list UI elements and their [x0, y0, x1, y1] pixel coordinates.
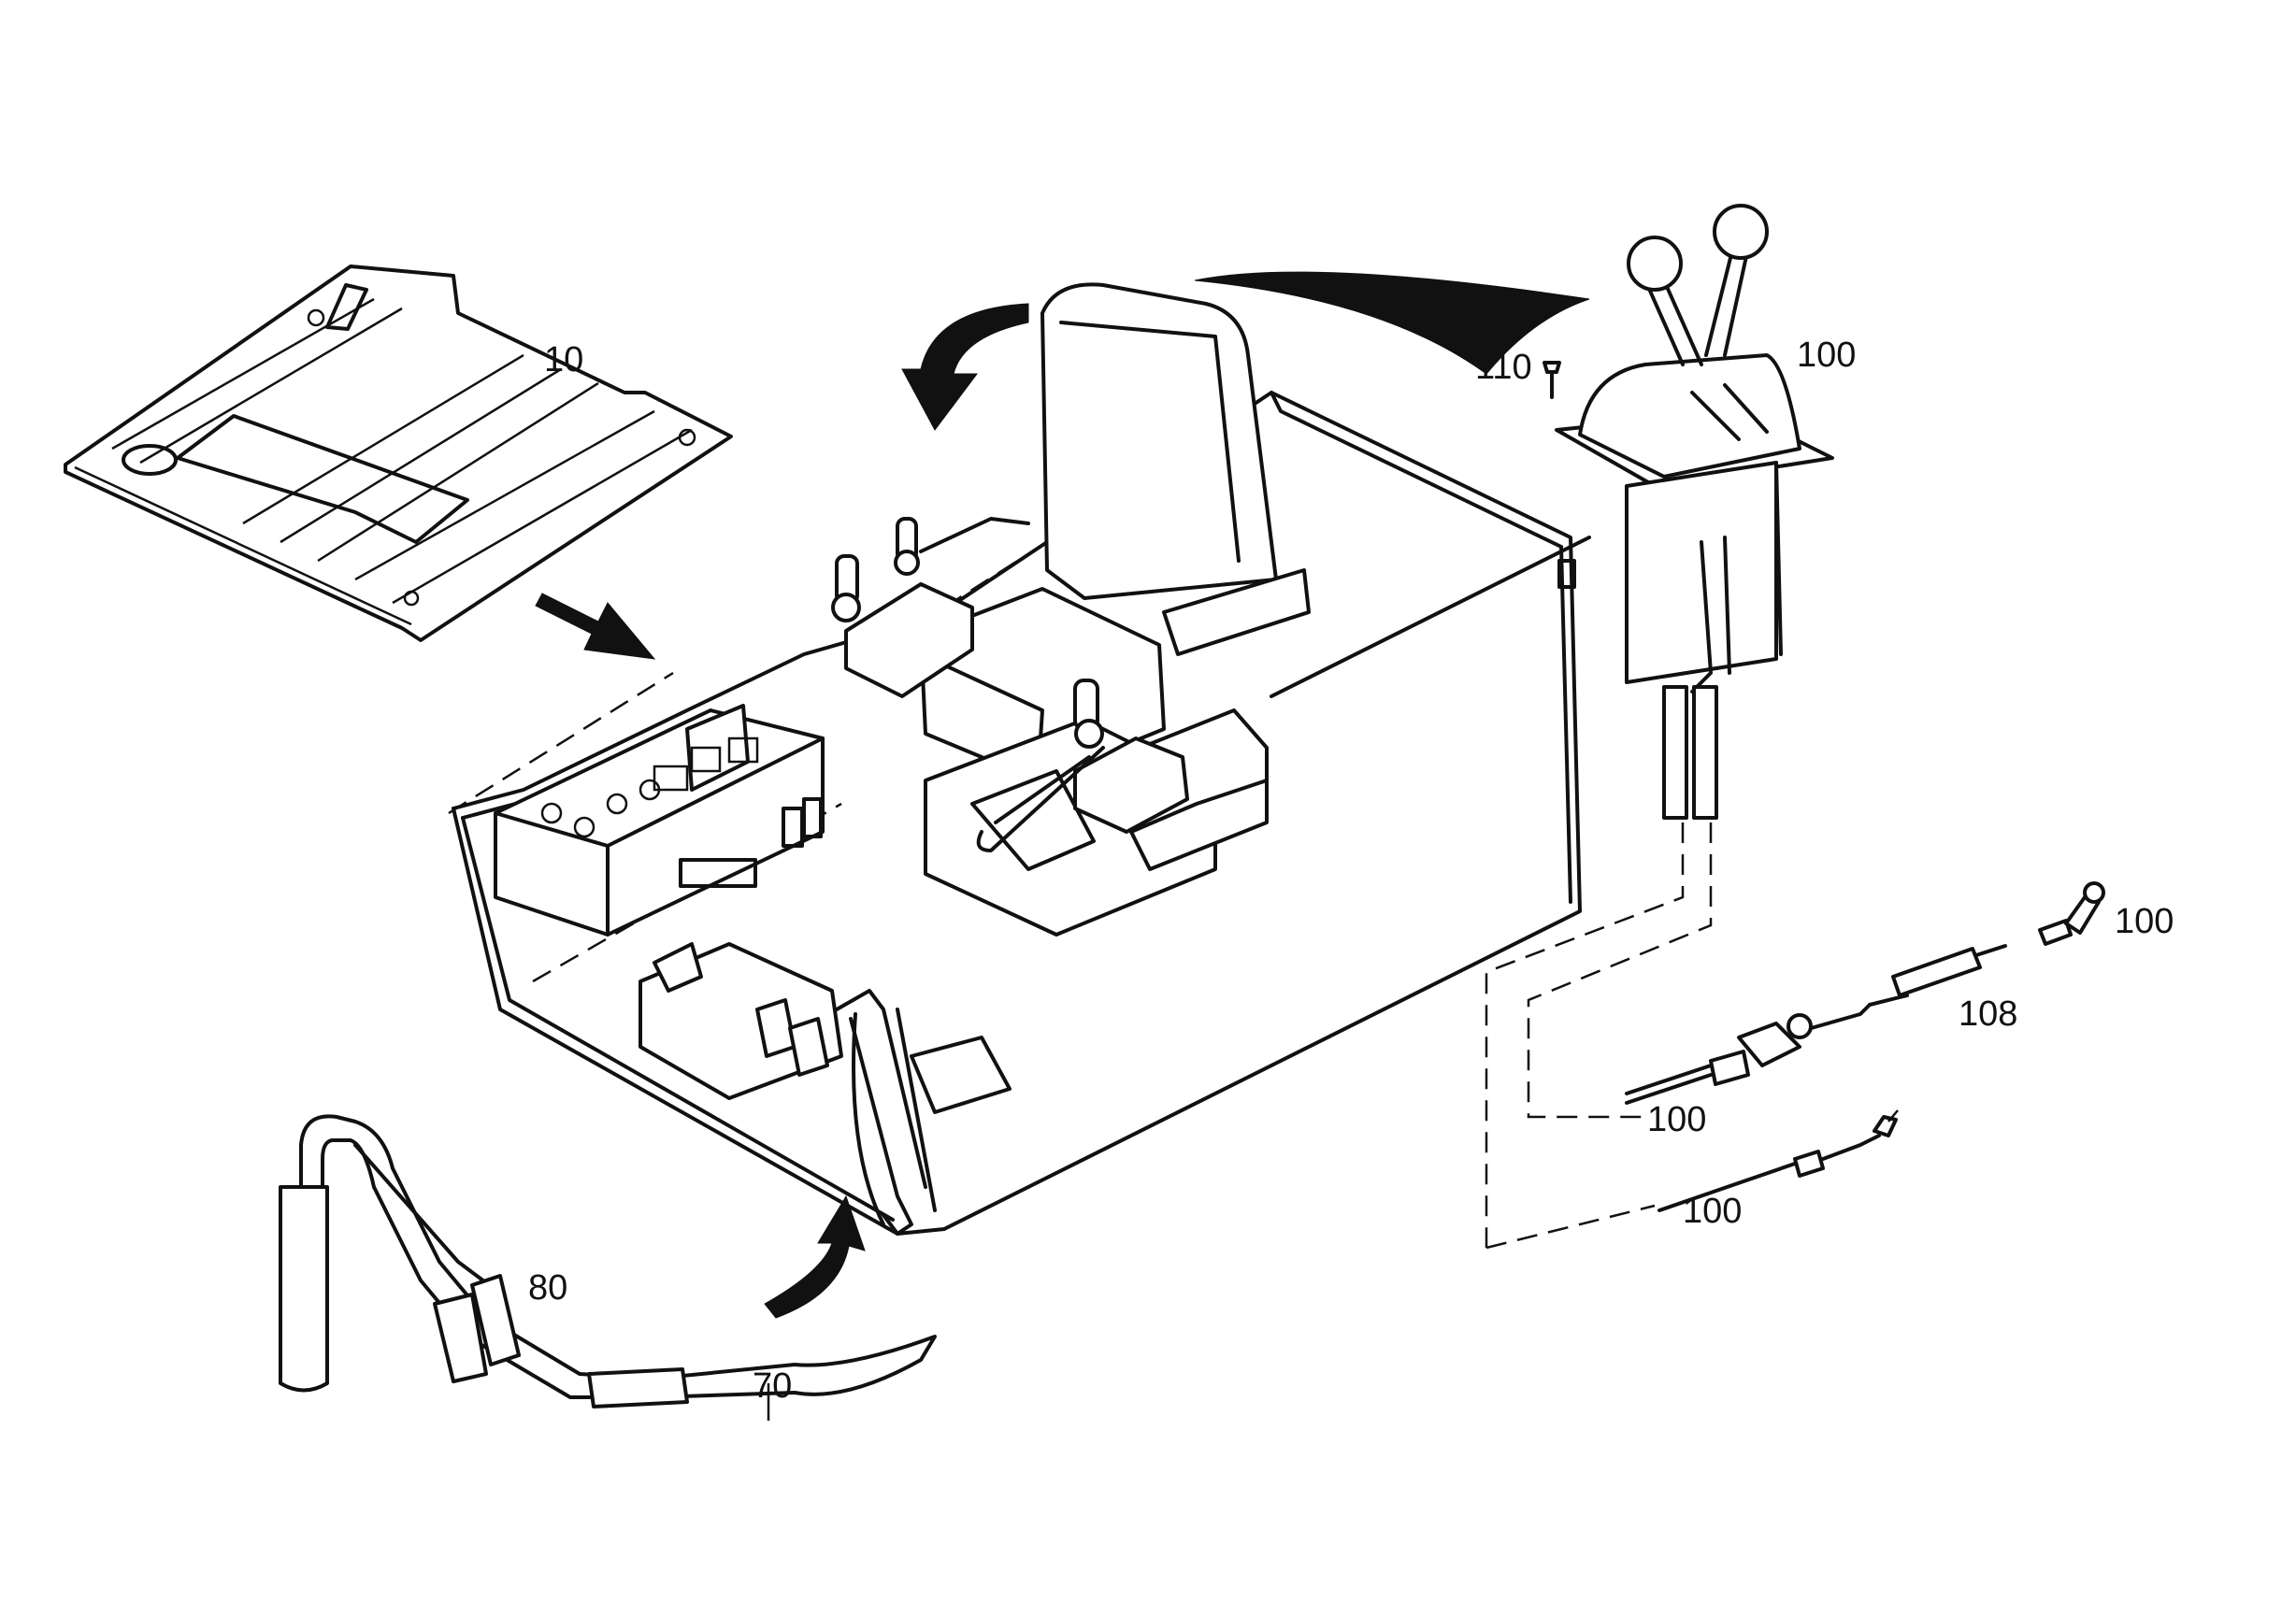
- callout-cable-assembly-upper: 100: [1647, 1100, 1706, 1139]
- lever-bolt: [1543, 361, 1561, 399]
- control-lever-box: [1485, 204, 1834, 1250]
- pedal-hose: [279, 1114, 937, 1421]
- right-joystick-console: [976, 679, 1189, 852]
- callout-pedal-hose: 70: [753, 1366, 792, 1406]
- curved-arrow-icon: [1194, 271, 1590, 375]
- left-joystick-console: [831, 517, 1030, 698]
- callout-lever-bolt: 110: [1475, 348, 1532, 387]
- front-guard-handle: [835, 989, 937, 1236]
- callout-floor-mat: 10: [544, 340, 583, 379]
- arrow-icon: [764, 1194, 866, 1319]
- rotate-arrow-icon: [901, 303, 1029, 431]
- callout-sleeve: 108: [1959, 994, 2017, 1034]
- instrument-panel: [494, 704, 825, 937]
- sleeve: [1891, 944, 2007, 997]
- pedal-assembly: [639, 942, 1012, 1114]
- cable-assembly-lower: [1657, 1109, 1899, 1212]
- cable-assembly-upper: [1625, 994, 1909, 1105]
- elbow-fitting: [2038, 881, 2105, 946]
- callout-elbow-fitting: 100: [2115, 902, 2174, 941]
- floor-mat: [64, 265, 733, 642]
- callout-control-lever-box: 100: [1797, 336, 1856, 375]
- callout-cable-assembly-lower: 100: [1683, 1192, 1742, 1231]
- callout-hose-sleeve: 80: [528, 1268, 567, 1308]
- arrow-icon: [535, 593, 656, 660]
